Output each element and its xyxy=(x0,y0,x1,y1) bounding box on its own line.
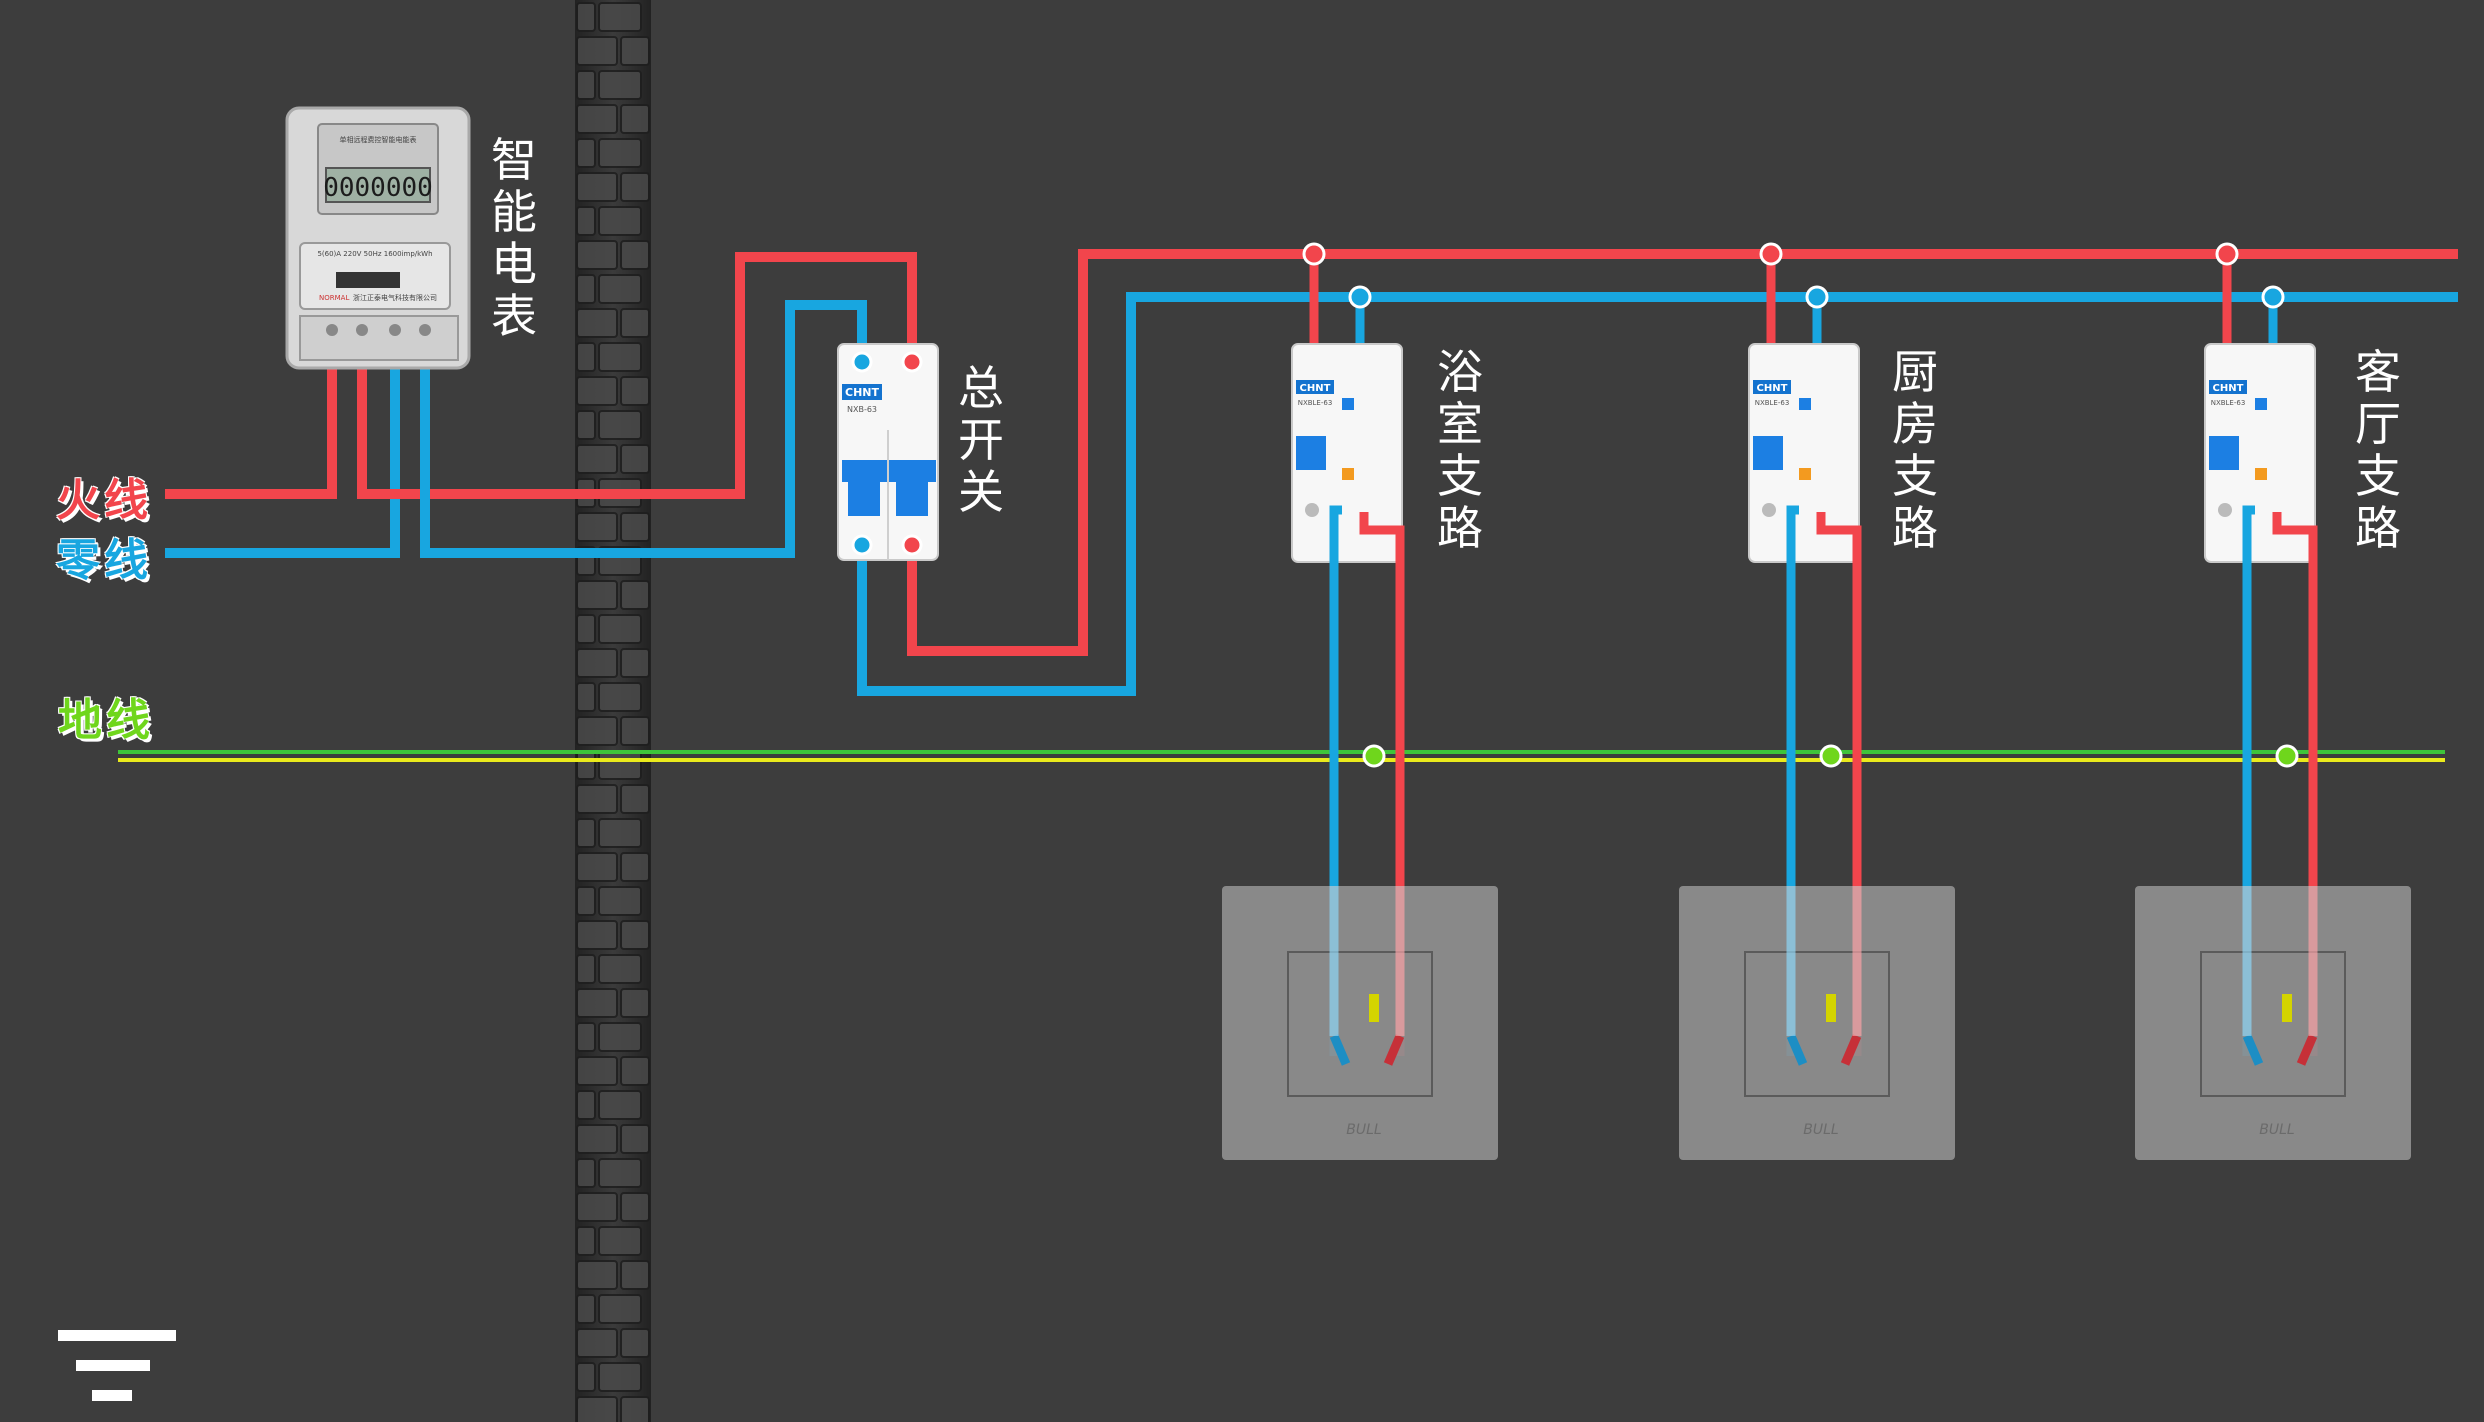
main-switch-live-in-terminal xyxy=(901,351,923,373)
rcbo-brand: CHNT xyxy=(1757,383,1788,394)
main-switch-neutral-out-terminal xyxy=(851,534,873,556)
branch-label-bathroom: 浴室支路 xyxy=(1437,345,1483,555)
meter-header-text: 单相远程费控智能电能表 xyxy=(340,135,417,144)
ground-bus-tap xyxy=(1819,744,1843,768)
branch-label-kitchen: 厨房支路 xyxy=(1892,345,1938,555)
ground-bus xyxy=(112,750,2445,1330)
wall-socket: BULL xyxy=(1222,886,1498,1160)
neutral-bus-tap xyxy=(1348,285,1372,309)
main-switch-brand: CHNT xyxy=(845,386,879,399)
ground-wire-label: 地线 xyxy=(58,695,154,746)
branch-label-living-room: 客厅支路 xyxy=(2355,345,2401,555)
wall-socket: BULL xyxy=(2135,886,2411,1160)
main-switch: CHNT NXB-63 xyxy=(837,343,939,561)
ground-bus-tap xyxy=(2275,744,2299,768)
smart-meter: 单相远程费控智能电能表 0000000 5(60)A 220V 50Hz 160… xyxy=(285,106,471,370)
neutral-bus-tap xyxy=(2261,285,2285,309)
rcbo-brand: CHNT xyxy=(2213,383,2244,394)
brick-wall xyxy=(575,0,651,1422)
rcbo-model: NXBLE-63 xyxy=(2211,399,2246,407)
rcbo-breaker: CHNT NXBLE-63 xyxy=(2204,343,2316,563)
main-switch-neutral-in-terminal xyxy=(851,351,873,373)
earth-symbol-icon xyxy=(58,1330,176,1401)
live-wire-label: 火线 xyxy=(56,475,152,526)
rcbo-breaker: CHNT NXBLE-63 xyxy=(1748,343,1860,563)
neutral-bus-tap xyxy=(1805,285,1829,309)
main-switch-live-out-terminal xyxy=(901,534,923,556)
socket-brand: BULL xyxy=(2259,1122,2294,1138)
meter-label: 智能电表 xyxy=(491,133,537,343)
ground-bus-tap xyxy=(1362,744,1386,768)
rcbo-breaker: CHNT NXBLE-63 xyxy=(1291,343,1403,563)
meter-spec-text: 5(60)A 220V 50Hz 1600imp/kWh xyxy=(317,250,432,258)
meter-reading: 0000000 xyxy=(323,173,433,203)
wall-socket: BULL xyxy=(1679,886,1955,1160)
main-switch-label: 总开关 xyxy=(958,361,1004,519)
meter-brand-text: NORMAL xyxy=(319,294,349,302)
neutral-wire-label: 零线 xyxy=(56,535,152,586)
rcbo-model: NXBLE-63 xyxy=(1755,399,1790,407)
socket-brand: BULL xyxy=(1803,1122,1838,1138)
rcbo-model: NXBLE-63 xyxy=(1298,399,1333,407)
live-bus-tap xyxy=(1759,242,1783,266)
rcbo-brand: CHNT xyxy=(1300,383,1331,394)
meter-maker-text: 浙江正泰电气科技有限公司 xyxy=(353,293,437,302)
main-switch-model: NXB-63 xyxy=(847,405,877,414)
live-bus-tap xyxy=(1302,242,1326,266)
live-bus-tap xyxy=(2215,242,2239,266)
socket-brand: BULL xyxy=(1346,1122,1381,1138)
